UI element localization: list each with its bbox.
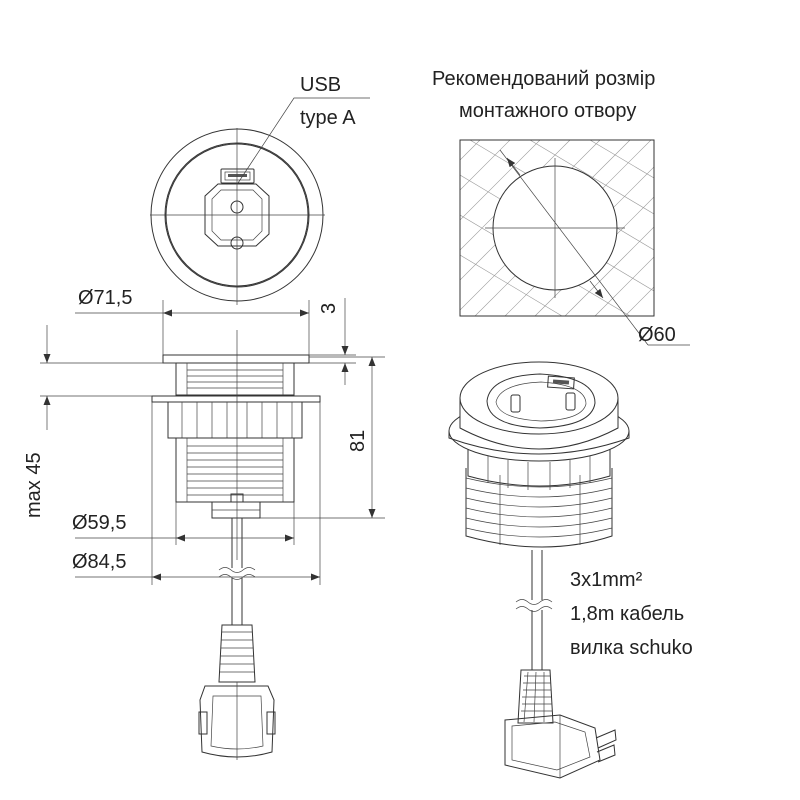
dim-d60-label: Ø60 bbox=[638, 324, 676, 346]
usb-port-icon bbox=[220, 168, 255, 184]
schuko-plug-icon bbox=[198, 624, 276, 760]
iso-thread bbox=[465, 477, 613, 538]
usb-label: USB bbox=[300, 74, 341, 96]
cable-spec-line1: 3x1mm² bbox=[570, 569, 643, 591]
cable-spec-line2: 1,8m кабель bbox=[570, 603, 684, 625]
cable-break-icon bbox=[218, 567, 256, 580]
hole-title-line2: монтажного отвору bbox=[459, 100, 636, 122]
dimensions bbox=[40, 298, 385, 585]
lower-thread bbox=[187, 445, 283, 496]
usb-type-label: type A bbox=[300, 107, 356, 129]
dim-81-label: 81 bbox=[347, 430, 369, 452]
iso-schuko-plug-icon bbox=[504, 669, 617, 779]
ring-nut-ribs bbox=[181, 402, 293, 438]
dim-3-label: 3 bbox=[318, 303, 340, 314]
isometric-view bbox=[448, 361, 630, 779]
dim-d84-label: Ø84,5 bbox=[72, 551, 126, 573]
mounting-hole-diagram bbox=[459, 139, 690, 346]
iso-cable-break-icon bbox=[515, 599, 553, 612]
cable-spec-line3: вилка schuko bbox=[570, 637, 693, 659]
side-view bbox=[151, 330, 321, 760]
upper-thread bbox=[187, 369, 283, 389]
hole-title-line1: Рекомендований розмір bbox=[432, 68, 655, 90]
top-view bbox=[150, 97, 370, 305]
dim-d71-label: Ø71,5 bbox=[78, 287, 132, 309]
dim-d59-label: Ø59,5 bbox=[72, 512, 126, 534]
dim-max45-label: max 45 bbox=[23, 452, 45, 518]
